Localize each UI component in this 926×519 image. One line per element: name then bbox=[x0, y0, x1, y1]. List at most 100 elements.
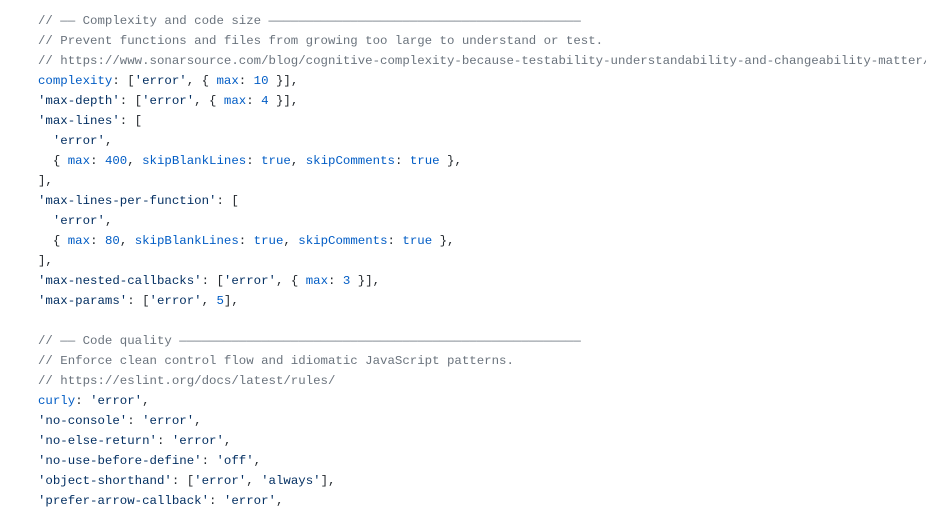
code-token-string: 'error' bbox=[149, 294, 202, 308]
code-line[interactable]: // —— Complexity and code size —————————… bbox=[38, 11, 926, 31]
code-token-punct: : bbox=[394, 154, 410, 168]
code-token-punct: , bbox=[223, 434, 232, 448]
code-line[interactable]: // Prevent functions and files from grow… bbox=[38, 31, 926, 51]
code-line[interactable]: 'max-nested-callbacks': ['error', { max:… bbox=[38, 271, 926, 291]
code-token-comment: // Prevent functions and files from grow… bbox=[38, 34, 604, 48]
code-line[interactable]: curly: 'error', bbox=[38, 391, 926, 411]
code-token-punct: }], bbox=[268, 94, 299, 108]
code-token-punct: : bbox=[238, 74, 254, 88]
code-token-ident: max bbox=[216, 74, 239, 88]
code-token-punct: , bbox=[275, 494, 284, 508]
code-token-string: 'error' bbox=[52, 214, 105, 228]
code-line[interactable]: // https://eslint.org/docs/latest/rules/ bbox=[38, 371, 926, 391]
code-token-punct: , bbox=[194, 414, 202, 428]
code-token-ident: skipBlankLines bbox=[134, 234, 239, 248]
code-line[interactable] bbox=[38, 311, 926, 331]
code-token-punct: : bbox=[328, 274, 343, 288]
code-line[interactable]: ], bbox=[38, 171, 926, 191]
code-line[interactable]: 'object-shorthand': ['error', 'always'], bbox=[38, 471, 926, 491]
code-token-string: 'error' bbox=[90, 394, 143, 408]
code-line[interactable]: // https://www.sonarsource.com/blog/cogn… bbox=[38, 51, 926, 71]
code-token-bool: true bbox=[402, 234, 433, 248]
code-token-number: 10 bbox=[253, 74, 269, 88]
code-token-punct: , bbox=[127, 154, 143, 168]
code-token-punct: : bbox=[209, 494, 224, 508]
code-token-ident: skipComments bbox=[305, 154, 395, 168]
code-line[interactable]: 'error', bbox=[38, 211, 926, 231]
code-token-ident: max bbox=[67, 234, 91, 248]
code-token-punct: }, bbox=[439, 154, 462, 168]
code-token-comment: // Enforce clean control flow and idioma… bbox=[38, 354, 514, 368]
code-token-string: 'always' bbox=[261, 474, 321, 488]
code-token-punct: ], bbox=[223, 294, 239, 308]
code-token-punct: : bbox=[201, 454, 217, 468]
code-token-string: 'error' bbox=[142, 414, 195, 428]
code-token-bool: true bbox=[253, 234, 284, 248]
code-token-bool: true bbox=[409, 154, 440, 168]
code-line[interactable]: // —— Code quality —————————————————————… bbox=[38, 331, 926, 351]
code-line[interactable]: 'error', bbox=[38, 131, 926, 151]
code-token-prop: 'prefer-arrow-callback' bbox=[38, 494, 210, 508]
code-token-prop: 'no-console' bbox=[38, 414, 128, 428]
code-token-prop: 'no-use-before-define' bbox=[38, 454, 202, 468]
code-token-ident: max bbox=[223, 94, 247, 108]
code-line[interactable]: 'max-params': ['error', 5], bbox=[38, 291, 926, 311]
code-line[interactable]: { max: 80, skipBlankLines: true, skipCom… bbox=[38, 231, 926, 251]
code-token-prop: 'max-nested-callbacks' bbox=[38, 274, 202, 288]
code-line[interactable]: 'max-lines-per-function': [ bbox=[38, 191, 926, 211]
code-token-prop: 'max-params' bbox=[38, 294, 128, 308]
code-token-prop: 'no-else-return' bbox=[38, 434, 157, 448]
code-token-string: 'error' bbox=[194, 474, 247, 488]
code-editor[interactable]: // —— Complexity and code size —————————… bbox=[38, 11, 926, 511]
code-token-punct: : bbox=[90, 154, 105, 168]
code-token-punct: : [ bbox=[127, 294, 150, 308]
code-line[interactable]: 'no-else-return': 'error', bbox=[38, 431, 926, 451]
code-token-punct: : [ bbox=[119, 94, 143, 108]
code-line[interactable]: 'prefer-arrow-callback': 'error', bbox=[38, 491, 926, 511]
code-line[interactable]: { max: 400, skipBlankLines: true, skipCo… bbox=[38, 151, 926, 171]
code-token-number: 4 bbox=[261, 94, 269, 108]
code-line[interactable]: 'no-use-before-define': 'off', bbox=[38, 451, 926, 471]
code-token-punct: ], bbox=[38, 254, 53, 268]
code-line[interactable]: 'no-console': 'error', bbox=[38, 411, 926, 431]
code-token-ident: skipBlankLines bbox=[142, 154, 247, 168]
code-token-number: 80 bbox=[104, 234, 120, 248]
code-token-ident: skipComments bbox=[298, 234, 388, 248]
code-token-punct: , { bbox=[194, 94, 224, 108]
code-token-punct: , bbox=[119, 234, 135, 248]
code-token-punct: : [ bbox=[201, 274, 224, 288]
code-token-prop: 'object-shorthand' bbox=[38, 474, 172, 488]
code-token-punct: , { bbox=[186, 74, 217, 88]
code-token-punct: }], bbox=[268, 74, 299, 88]
code-token-punct: ], bbox=[320, 474, 336, 488]
code-token-punct: , bbox=[290, 154, 306, 168]
code-token-punct: : bbox=[246, 154, 262, 168]
code-line[interactable]: 'max-lines': [ bbox=[38, 111, 926, 131]
code-token-prop: 'max-depth' bbox=[38, 94, 120, 108]
code-token-comment: // https://www.sonarsource.com/blog/cogn… bbox=[38, 54, 926, 68]
code-token-punct: { bbox=[38, 154, 68, 168]
code-token-punct: : bbox=[90, 234, 105, 248]
code-token-punct: : bbox=[75, 394, 91, 408]
code-token-number: 5 bbox=[216, 294, 224, 308]
code-token-string: 'error' bbox=[52, 134, 105, 148]
code-line[interactable]: ], bbox=[38, 251, 926, 271]
code-line[interactable]: 'max-depth': ['error', { max: 4 }], bbox=[38, 91, 926, 111]
code-token-prop: 'max-lines' bbox=[38, 114, 120, 128]
code-token-punct: : bbox=[156, 434, 172, 448]
code-token-punct bbox=[38, 214, 53, 228]
code-token-punct: : bbox=[387, 234, 403, 248]
code-token-punct: : bbox=[127, 414, 143, 428]
code-token-punct: , bbox=[283, 234, 299, 248]
code-token-comment: // —— Code quality —————————————————————… bbox=[38, 334, 581, 348]
code-line[interactable]: // Enforce clean control flow and idioma… bbox=[38, 351, 926, 371]
code-token-punct: : bbox=[246, 94, 262, 108]
code-token-punct: , { bbox=[275, 274, 306, 288]
code-token-string: 'error' bbox=[171, 434, 224, 448]
code-token-ident: max bbox=[305, 274, 329, 288]
code-token-comment: // —— Complexity and code size —————————… bbox=[38, 14, 581, 28]
code-token-ident: curly bbox=[38, 394, 76, 408]
code-line[interactable]: complexity: ['error', { max: 10 }], bbox=[38, 71, 926, 91]
code-token-punct: }, bbox=[432, 234, 455, 248]
code-token-string: 'error' bbox=[134, 74, 187, 88]
